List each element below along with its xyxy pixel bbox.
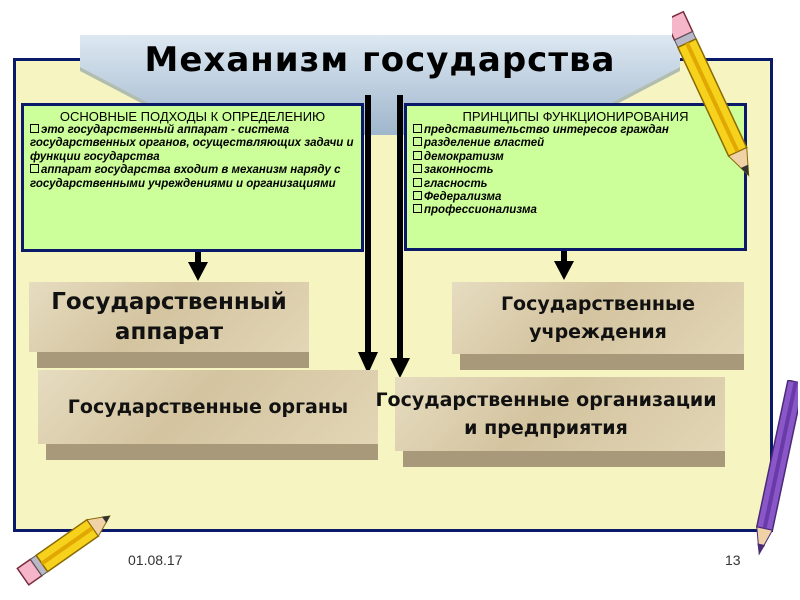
state-organs-label: Государственные органы — [67, 396, 349, 418]
arrow-head-box-right — [554, 261, 574, 280]
list-item: законность — [413, 164, 738, 177]
arrow-shaft-left — [365, 95, 371, 353]
arrow-shaft-box-right — [561, 249, 567, 263]
checkbox-bullet-icon — [413, 191, 422, 201]
arrow-shaft-right — [397, 95, 403, 360]
state-organs-block: Государственные органы — [38, 370, 378, 460]
page-title: Механизм государства — [144, 40, 616, 80]
pencil-right-edge-icon — [756, 380, 798, 556]
checkbox-bullet-icon — [30, 164, 39, 174]
principles-heading: ПРИНЦИПЫ ФУНКЦИОНИРОВАНИЯ — [462, 109, 689, 124]
pencil-bottom-left-icon — [16, 515, 111, 586]
approaches-list: это государственный аппарат - система го… — [30, 124, 355, 191]
list-item: гласность — [413, 177, 738, 191]
arrow-shaft-box-left — [195, 250, 201, 264]
arrow-head-box-left — [188, 262, 208, 281]
principles-box: ПРИНЦИПЫ ФУНКЦИОНИРОВАНИЯ представительс… — [404, 103, 747, 251]
state-organizations-label: Государственные организации и предприяти… — [375, 389, 717, 439]
list-item: представительство интересов граждан — [413, 124, 738, 137]
approaches-heading: ОСНОВНЫЕ ПОДХОДЫ К ОПРЕДЕЛЕНИЮ — [59, 109, 326, 124]
state-institutions-label: Государственные учреждения — [500, 293, 696, 343]
principles-list: представительство интересов граждан разд… — [413, 124, 738, 218]
list-item: профессионализма — [413, 204, 738, 217]
arrow-head-right — [390, 358, 410, 378]
state-institutions-block: Государственные учреждения — [452, 282, 744, 370]
checkbox-bullet-icon — [413, 124, 422, 133]
page-number: 13 — [725, 552, 741, 568]
list-item: аппарат государства входит в механизм на… — [30, 164, 341, 190]
pencil-top-right-icon — [672, 10, 750, 177]
state-apparatus-block: Государственный аппарат — [29, 282, 309, 368]
arrow-head-left — [358, 352, 378, 374]
checkbox-bullet-icon — [413, 150, 422, 160]
checkbox-bullet-icon — [413, 177, 422, 187]
list-item: разделение властей — [413, 137, 738, 150]
state-organizations-block: Государственные организации и предприяти… — [375, 377, 725, 467]
state-apparatus-label: Государственный аппарат — [51, 289, 287, 345]
list-item: Федерализма — [413, 191, 738, 204]
list-item: демократизм — [413, 150, 738, 164]
checkbox-bullet-icon — [413, 164, 422, 174]
checkbox-bullet-icon — [413, 137, 422, 147]
approaches-box: ОСНОВНЫЕ ПОДХОДЫ К ОПРЕДЕЛЕНИЮ это госуд… — [21, 103, 364, 252]
checkbox-bullet-icon — [30, 124, 39, 133]
checkbox-bullet-icon — [413, 204, 422, 214]
list-item: это государственный аппарат - система го… — [30, 124, 354, 163]
slide-date: 01.08.17 — [128, 552, 183, 568]
